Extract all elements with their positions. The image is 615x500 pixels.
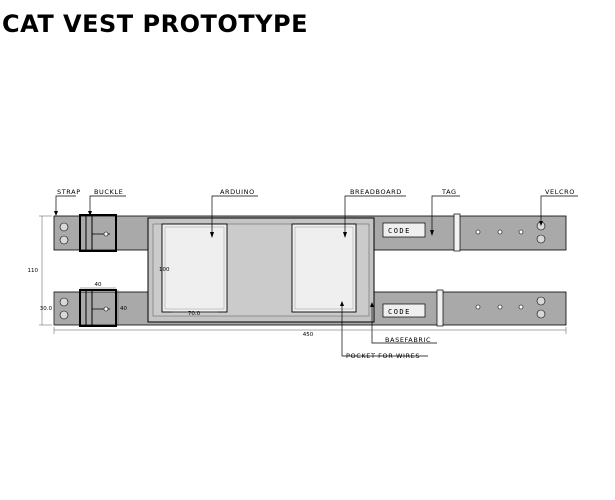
dim-buckle-width: 40 [95,282,102,288]
strap-hole [59,235,69,245]
dim-board-width: 70.0 [188,311,201,317]
strap-hole [59,297,69,307]
bottom-tag-text: CODE [388,308,411,316]
label-pocket: POCKET FOR WIRES [346,352,420,360]
label-basefabric: BASEFABRIC [385,336,431,344]
velcro-dot [536,296,546,306]
label-velcro: VELCRO [545,188,575,196]
top-tag-text: CODE [388,227,411,235]
dim-strap-height: 30.0 [40,306,53,312]
dim-buckle-height: 40 [120,306,127,312]
page-title: CAT VEST PROTOTYPE [2,10,309,38]
adjust-hole [518,229,524,235]
top-loop [453,213,461,252]
dim-total-length: 450 [303,332,314,338]
label-buckle: BUCKLE [94,188,123,196]
arduino-board [161,223,228,313]
velcro-dot [536,309,546,319]
label-tag: TAG [441,188,457,196]
adjust-hole [518,304,524,310]
arduino-board-edge [164,226,225,310]
dimension-lines [39,215,567,334]
adjust-hole [497,229,503,235]
dim-total-height: 110 [28,268,39,274]
dim-board-height: 100 [159,267,170,273]
adjust-hole [475,229,481,235]
strap-hole [59,222,69,232]
top-buckle [79,214,117,252]
bottom-tag [382,303,426,318]
velcro-dot [536,234,546,244]
breadboard [291,223,357,313]
adjust-hole [475,304,481,310]
bottom-buckle [79,289,117,327]
bottom-loop [436,289,444,327]
label-breadboard: BREADBOARD [350,188,402,196]
label-arduino: ARDUINO [220,188,255,196]
breadboard-edge [294,226,354,310]
strap-hole [59,310,69,320]
top-tag [382,222,426,238]
label-strap: STRAP [57,188,81,196]
callouts [54,195,578,357]
adjust-hole [497,304,503,310]
